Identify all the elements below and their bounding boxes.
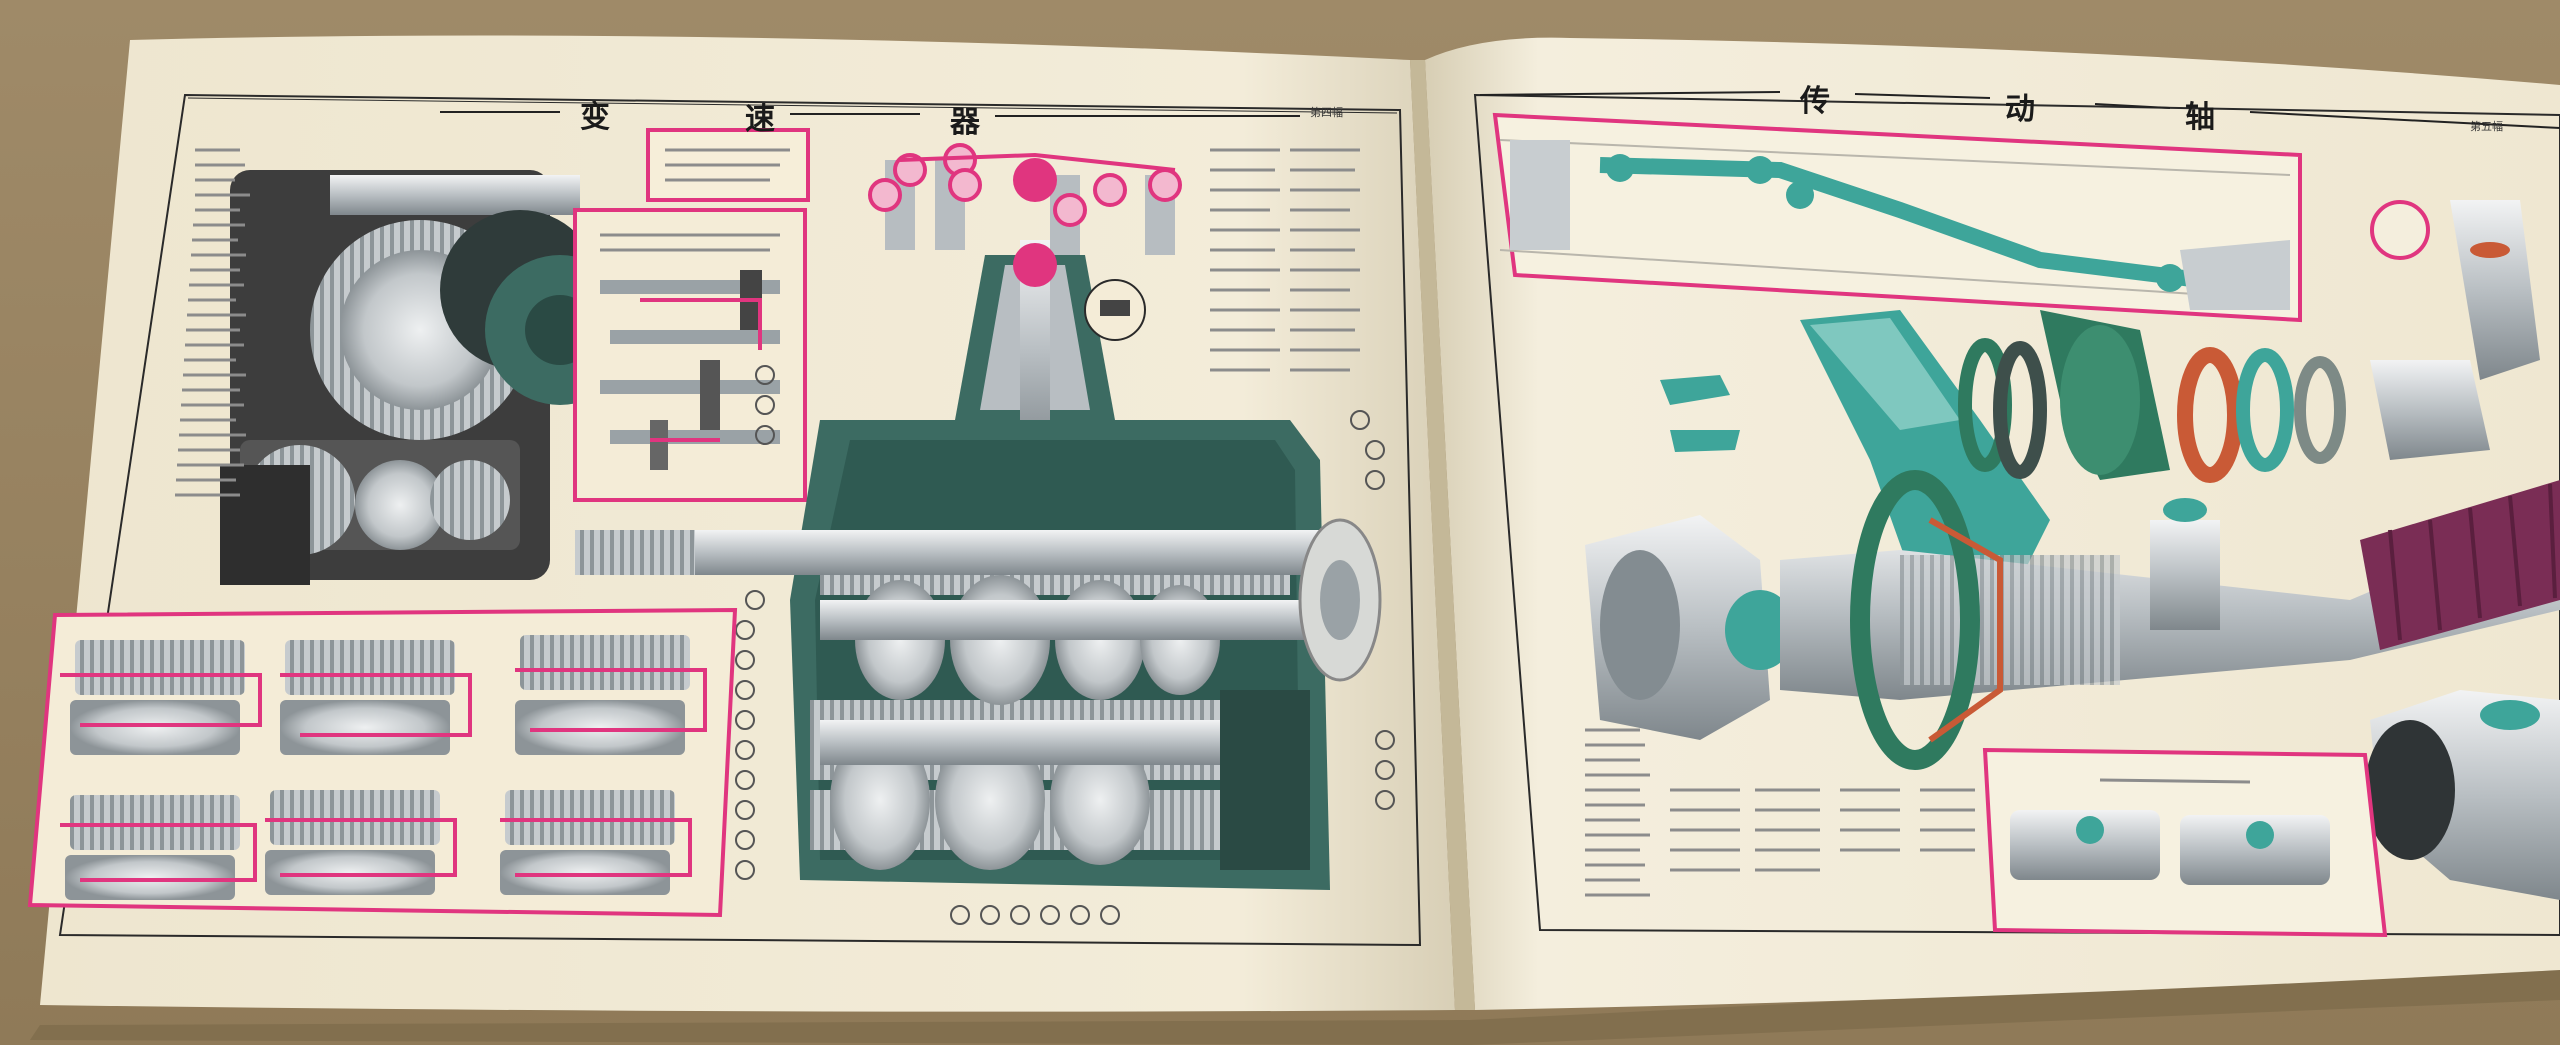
inset-box-shift-mechanism xyxy=(573,208,807,502)
right-legend-text xyxy=(1585,728,1975,897)
left-page-number: 第四幅 xyxy=(1310,106,1343,119)
left-title-char-1: 变 xyxy=(580,100,610,135)
gear-shift-diagrams-box xyxy=(27,607,738,918)
right-title-char-2: 动 xyxy=(2005,92,2035,127)
right-page-number: 第五幅 xyxy=(2470,120,2503,133)
left-title-char-3: 器 xyxy=(950,105,980,140)
left-title-char-2: 速 xyxy=(745,102,775,137)
shift-lever-detail xyxy=(868,143,1182,255)
left-page-legend-right xyxy=(1210,148,1360,372)
upper-left-gearbox-illustration xyxy=(220,170,635,585)
universal-joint-inset-box xyxy=(1982,747,2388,938)
right-title-char-3: 轴 xyxy=(2185,100,2215,135)
main-gearbox-cutaway xyxy=(575,240,1382,890)
left-page-content xyxy=(27,93,1422,947)
part-number-callouts xyxy=(735,365,1395,925)
right-page-content xyxy=(1473,91,2560,938)
left-legend-text xyxy=(175,148,250,497)
drive-shaft-overview-box xyxy=(1492,112,2302,323)
right-title-char-1: 传 xyxy=(1800,84,1830,119)
drive-shaft-exploded-view xyxy=(1585,200,2560,900)
